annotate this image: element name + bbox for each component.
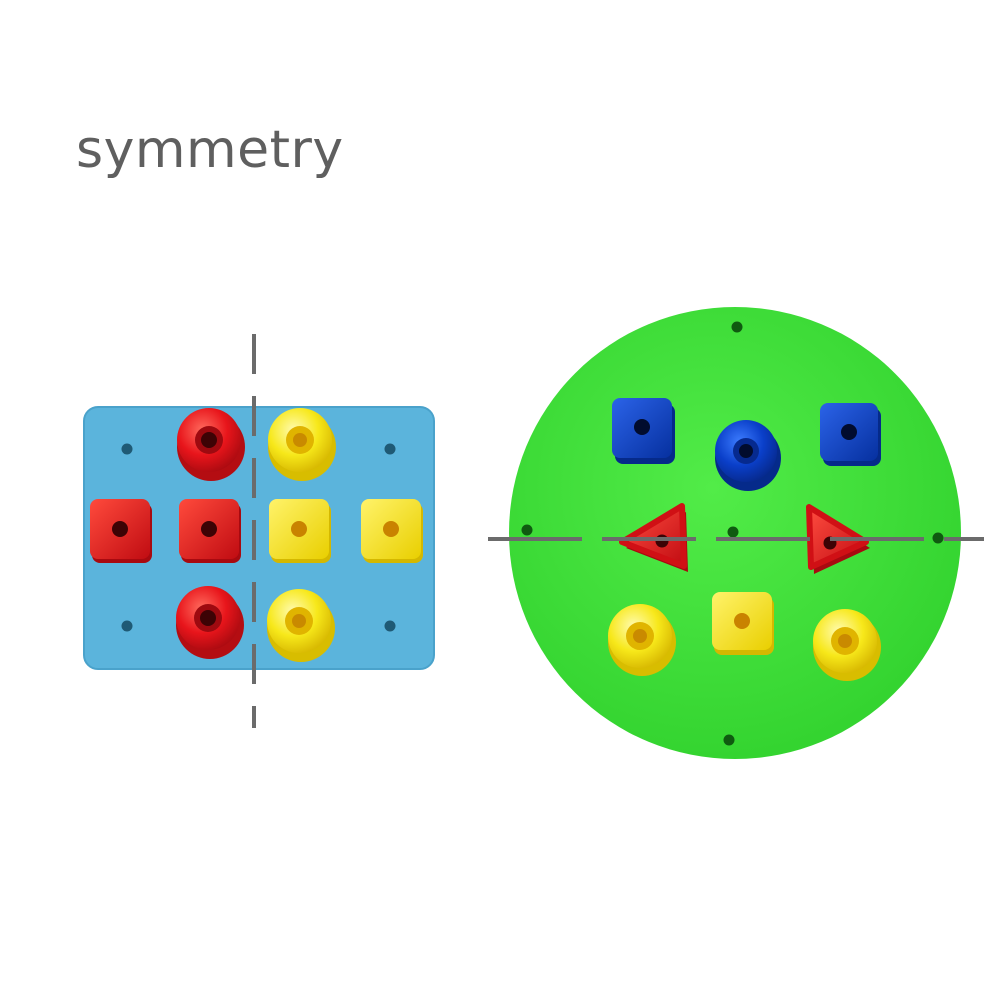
yellow-ring-peg [608, 604, 676, 676]
board-hole [384, 443, 396, 455]
board-hole [727, 526, 739, 538]
yellow-square-peg [269, 499, 331, 563]
yellow-square-peg [361, 499, 423, 563]
board-hole [521, 524, 533, 536]
yellow-square-peg [712, 592, 774, 655]
yellow-ring-peg [267, 589, 335, 662]
round-board [488, 307, 984, 759]
board-hole [121, 620, 133, 632]
yellow-ring-peg [268, 408, 336, 481]
board-hole [723, 734, 735, 746]
board-hole [932, 532, 944, 544]
red-square-peg [179, 499, 241, 563]
page-title: symmetry [76, 120, 344, 180]
rectangular-board [83, 334, 435, 728]
blue-square-peg [820, 403, 881, 466]
red-ring-peg [176, 586, 244, 659]
yellow-ring-peg [813, 609, 881, 681]
blue-board [84, 407, 434, 669]
red-square-peg [90, 499, 152, 563]
blue-square-peg [612, 398, 675, 464]
red-ring-peg [177, 408, 245, 481]
board-hole [384, 620, 396, 632]
board-hole [731, 321, 743, 333]
board-hole [121, 443, 133, 455]
blue-ring-peg [715, 420, 781, 491]
red-triangle-peg [619, 503, 688, 572]
